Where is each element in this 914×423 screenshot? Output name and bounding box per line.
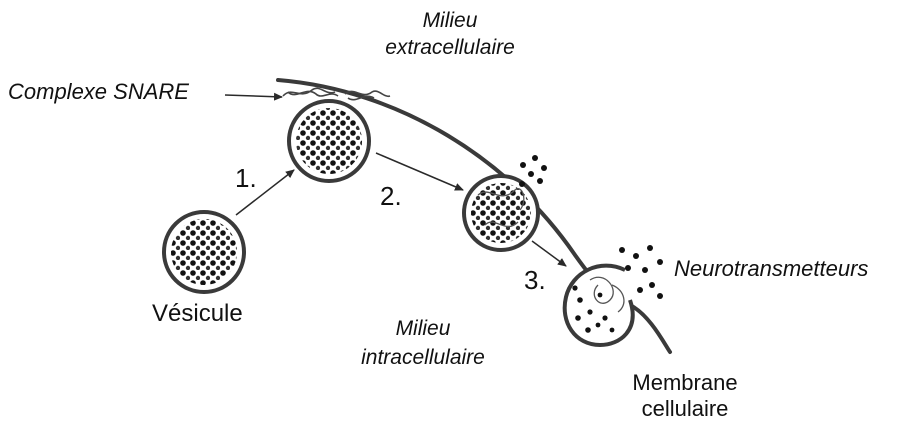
arrow-step-3	[532, 241, 566, 266]
label-milieu-extra-line1: Milieu	[360, 10, 540, 31]
neurotransmitters-released-1	[519, 155, 547, 187]
label-membrane-cellulaire: Membrane cellulaire	[600, 372, 770, 420]
vesicle-fusing	[464, 176, 538, 250]
label-step-3: 3.	[524, 267, 546, 293]
snare-pointer-arrow	[225, 95, 282, 97]
label-milieu-extra-line2: extracellulaire	[360, 37, 540, 58]
vesicle-docked	[289, 101, 369, 181]
label-milieu-intra-line2: intracellulaire	[333, 347, 513, 368]
label-vesicule: Vésicule	[152, 302, 243, 326]
label-neurotransmetteurs: Neurotransmetteurs	[674, 258, 868, 280]
label-milieu-intracellulaire: Milieu intracellulaire	[333, 318, 513, 368]
vesicle-free	[164, 212, 244, 292]
label-membrane-line2: cellulaire	[600, 398, 770, 420]
label-step-1: 1.	[235, 165, 257, 191]
label-milieu-intra-line1: Milieu	[333, 318, 513, 339]
label-step-2: 2.	[380, 183, 402, 209]
label-milieu-extracellulaire: Milieu extracellulaire	[360, 10, 540, 58]
label-complexe-snare: Complexe SNARE	[8, 81, 189, 103]
label-membrane-line1: Membrane	[600, 372, 770, 394]
vesicle-released	[565, 266, 633, 345]
